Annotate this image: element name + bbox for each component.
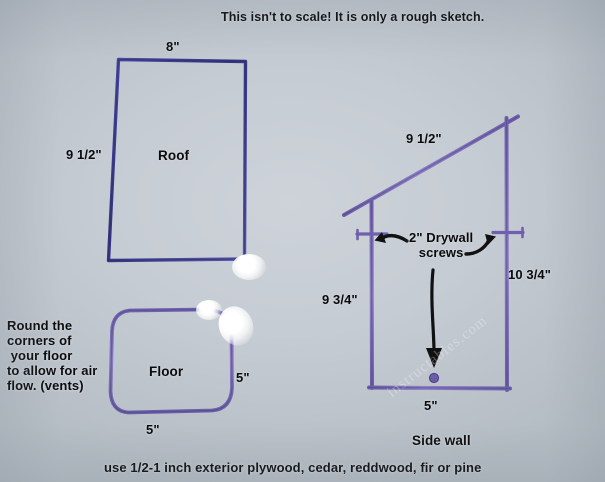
side-wall-right-post-dimension: 10 3/4" (508, 267, 552, 282)
side-wall-bottom-dimension: 5" (424, 398, 438, 413)
side-wall-left-post (369, 199, 374, 390)
floor-part-label: Floor (149, 364, 184, 379)
annotation-arrows (374, 232, 496, 368)
floor-vents-note: Round the corners of your floor to allow… (7, 318, 98, 394)
roof-part-label: Roof (158, 148, 190, 163)
side-wall-slope-line (342, 114, 520, 217)
side-wall-right-post (504, 116, 509, 392)
drywall-screws-label: 2" Drywall screws (409, 230, 474, 261)
side-wall-bottom-rail (367, 385, 512, 391)
roof-left-dimension: 9 1/2" (66, 147, 102, 162)
side-wall-left-post-dimension: 9 3/4" (322, 292, 358, 307)
roof-top-dimension: 8" (166, 39, 180, 54)
floor-shape (108, 307, 234, 415)
floor-right-dimension: 5" (236, 370, 250, 385)
side-wall-slope-dimension: 9 1/2" (406, 131, 442, 146)
materials-caption: use 1/2-1 inch exterior plywood, cedar, … (104, 460, 482, 475)
screw-dot (428, 372, 440, 384)
floor-bottom-dimension: 5" (146, 422, 160, 437)
screw-mark-right (491, 226, 525, 239)
side-wall-part-label: Side wall (412, 433, 471, 448)
sketch-title-note: This isn't to scale! It is only a rough … (221, 10, 485, 24)
side-wall-shape (342, 114, 525, 392)
